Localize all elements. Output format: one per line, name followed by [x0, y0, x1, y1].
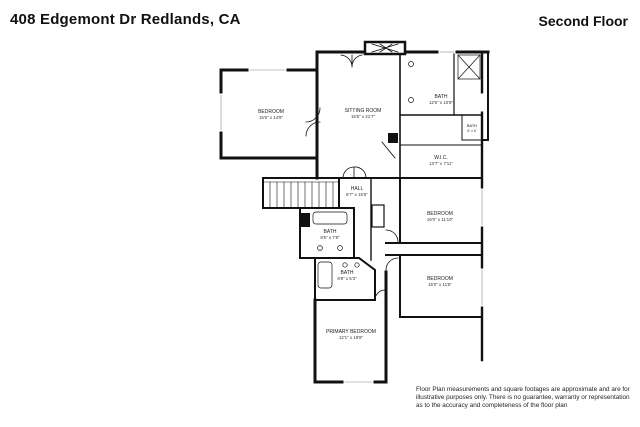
- property-address: 408 Edgemont Dr Redlands, CA: [10, 11, 241, 28]
- room-bath-primary-walls: [314, 257, 376, 301]
- sitting-room-doors: [305, 54, 396, 179]
- disclaimer-line: as to the accuracy and completeness of t…: [416, 402, 568, 409]
- room-name-wic: W.I.C.: [434, 155, 448, 161]
- room-dims-bedroom-nw: 15'6" x 14'8": [259, 115, 284, 120]
- room-name-bath-w: BATH: [324, 229, 337, 235]
- upper-block-walls: [315, 50, 490, 362]
- room-dims-bath-ne: 12'6" x 10'8": [429, 100, 454, 105]
- room-name-bedroom-e1: BEDROOM: [427, 211, 453, 217]
- room-name-bath-ne: BATH: [435, 94, 448, 100]
- room-dims-bedroom-e1: 16'0" x 11'10": [427, 217, 454, 222]
- room-bedroom-e2-walls: [385, 254, 484, 318]
- room-dims-bedroom-e2: 16'0" x 11'5": [428, 282, 452, 287]
- floor-label: Second Floor: [538, 13, 628, 29]
- room-dims-sitting: 15'6" x 21'7": [351, 114, 376, 119]
- stairs: [262, 177, 340, 209]
- disclaimer-line: illustrative purposes only. There is no …: [416, 394, 630, 401]
- room-name-bedroom-e2: BEDROOM: [427, 276, 453, 282]
- room-name-primary-bedroom: PRIMARY BEDROOM: [326, 329, 376, 335]
- room-name-hall: HALL: [351, 186, 364, 192]
- room-dims-wic: 13'7" x 7'11": [429, 161, 453, 166]
- room-bedroom-nw-walls: [219, 68, 319, 160]
- disclaimer-line: Floor Plan measurements and square foota…: [416, 386, 630, 393]
- bath-ne-fixtures: [408, 54, 481, 103]
- room-primary-bedroom-walls: [313, 270, 388, 384]
- room-name-bath-primary: BATH: [341, 270, 354, 276]
- room-bedroom-e1-walls: [371, 177, 484, 244]
- room-name-bedroom-nw: BEDROOM: [258, 109, 284, 115]
- room-dims-primary-bedroom: 12'1" x 18'8": [339, 335, 364, 340]
- room-dims-bath-w: 8'5" x 7'8": [320, 235, 340, 240]
- disclaimer: Floor Plan measurements and square foota…: [416, 386, 630, 410]
- fireplace: [363, 40, 407, 56]
- room-dims-bath-primary: 8'8" x 5'3": [337, 276, 357, 281]
- room-dims-bath-small: 6' x 6': [467, 129, 476, 133]
- room-name-sitting: SITTING ROOM: [345, 108, 382, 114]
- room-name-bath-small: BATH: [467, 123, 477, 128]
- room-dims-hall: 8'7" x 15'6": [346, 192, 368, 197]
